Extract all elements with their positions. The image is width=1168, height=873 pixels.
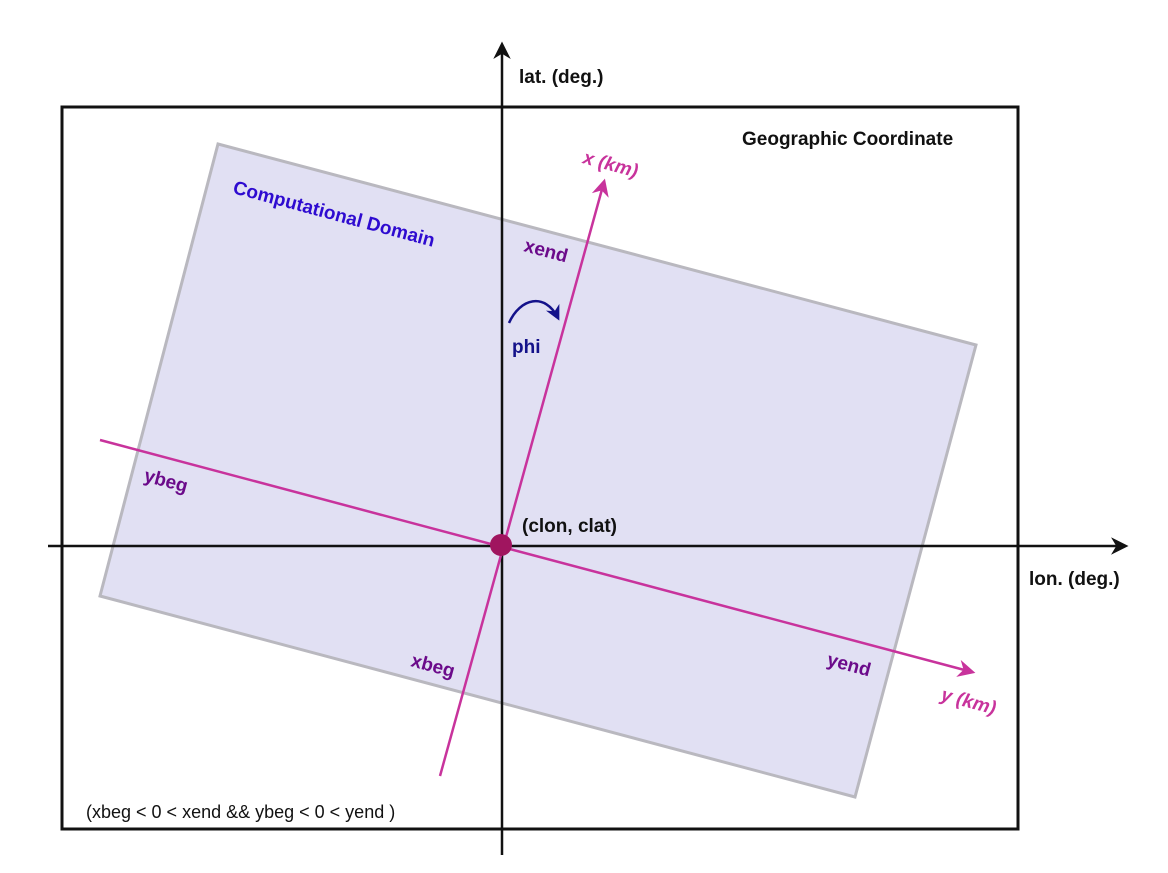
x-km-axis: [438, 178, 609, 777]
condition-note: (xbeg < 0 < xend && ybeg < 0 < yend ): [86, 802, 395, 822]
phi-rotation-arrow: [507, 300, 560, 324]
phi-label: phi: [512, 337, 541, 358]
computational-domain: [98, 142, 978, 799]
lon-axis-label: lon. (deg.): [1029, 569, 1120, 590]
lat-axis-label: lat. (deg.): [519, 67, 603, 88]
frame-title: Geographic Coordinate: [742, 129, 953, 150]
geographic-frame: [60, 105, 1020, 831]
y-axis-label: y (km): [938, 684, 998, 719]
x-axis-label: x (km): [580, 147, 640, 182]
origin-dot: [490, 534, 512, 556]
y-km-axis: [99, 438, 976, 677]
origin-label: (clon, clat): [522, 516, 617, 537]
